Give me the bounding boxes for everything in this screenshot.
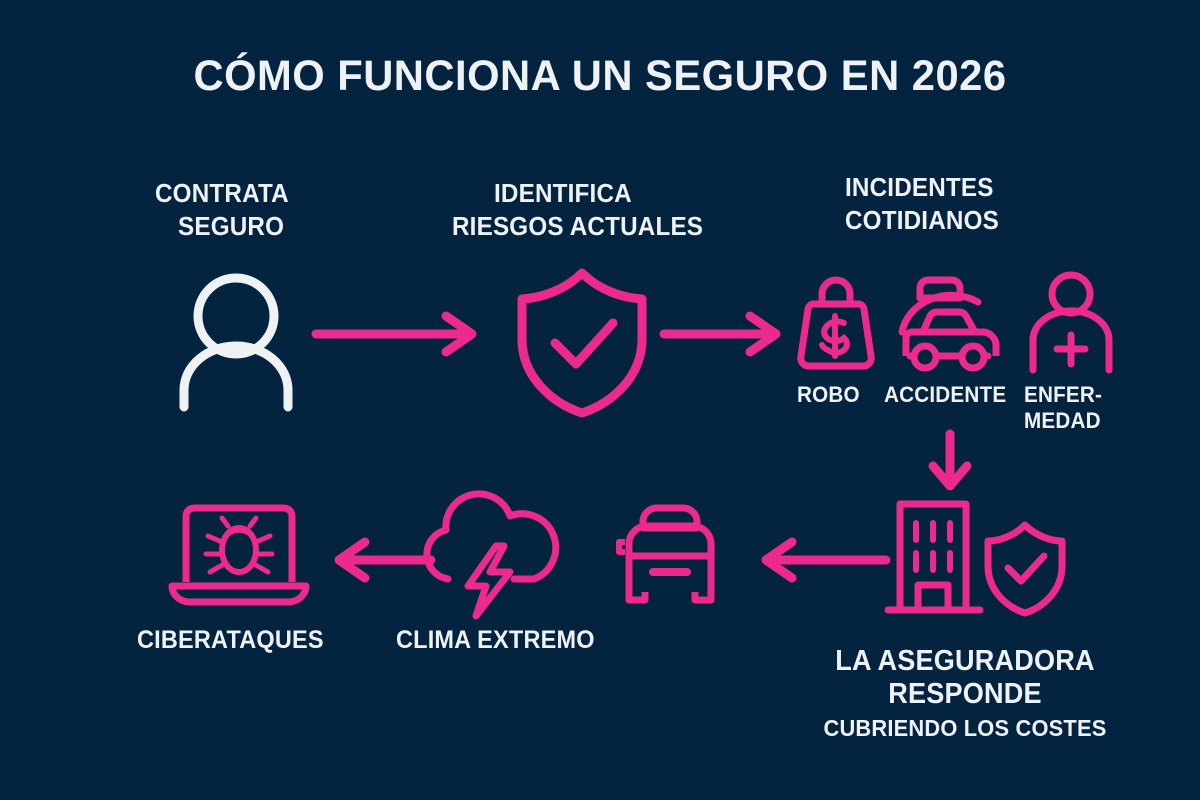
step2-heading-line1: IDENTIFICA <box>494 180 632 208</box>
car-front-icon <box>616 504 715 604</box>
sick-person-icon <box>1029 271 1113 374</box>
building-icon <box>884 500 984 614</box>
insurer-heading-line2: RESPONDE <box>888 678 1042 710</box>
shield-check-icon <box>517 268 647 418</box>
laptop-bug-icon <box>168 504 310 606</box>
bottom-label-clima: CLIMA EXTREMO <box>396 626 595 654</box>
step3-heading-line1: INCIDENTES <box>845 174 994 202</box>
insurer-subheading: CUBRIENDO LOS COSTES <box>823 715 1107 741</box>
arrow-shield-to-incidents <box>659 311 781 357</box>
storm-cloud-icon <box>423 490 560 620</box>
car-crash-icon <box>898 276 1000 372</box>
incident-label-accidente: ACCIDENTE <box>884 382 1007 407</box>
step1-heading-line1: CONTRATA <box>155 180 289 208</box>
page-title: CÓMO FUNCIONA UN SEGURO EN 2026 <box>193 52 1007 100</box>
insurer-heading-line1: LA ASEGURADORA <box>835 645 1095 677</box>
arrow-storm-to-laptop <box>334 537 436 583</box>
step1-heading-line2: SEGURO <box>178 213 285 241</box>
insurer-shield-check-icon <box>984 521 1066 617</box>
step2-heading-line2: RIESGOS ACTUALES <box>452 213 704 241</box>
arrow-incidents-to-insurer <box>928 429 972 491</box>
incident-label-enfermedad-line1: ENFER- <box>1024 382 1103 407</box>
person-icon <box>179 273 293 412</box>
incident-label-enfermedad-line2: MEDAD <box>1024 408 1101 433</box>
step3-heading-line2: COTIDIANOS <box>845 207 999 235</box>
arrow-insurer-to-car <box>761 537 891 583</box>
arrow-person-to-shield <box>311 311 477 357</box>
incident-label-robo: ROBO <box>797 382 860 407</box>
bottom-label-ciberataques: CIBERATAQUES <box>137 626 324 654</box>
money-bag-icon <box>797 276 875 370</box>
